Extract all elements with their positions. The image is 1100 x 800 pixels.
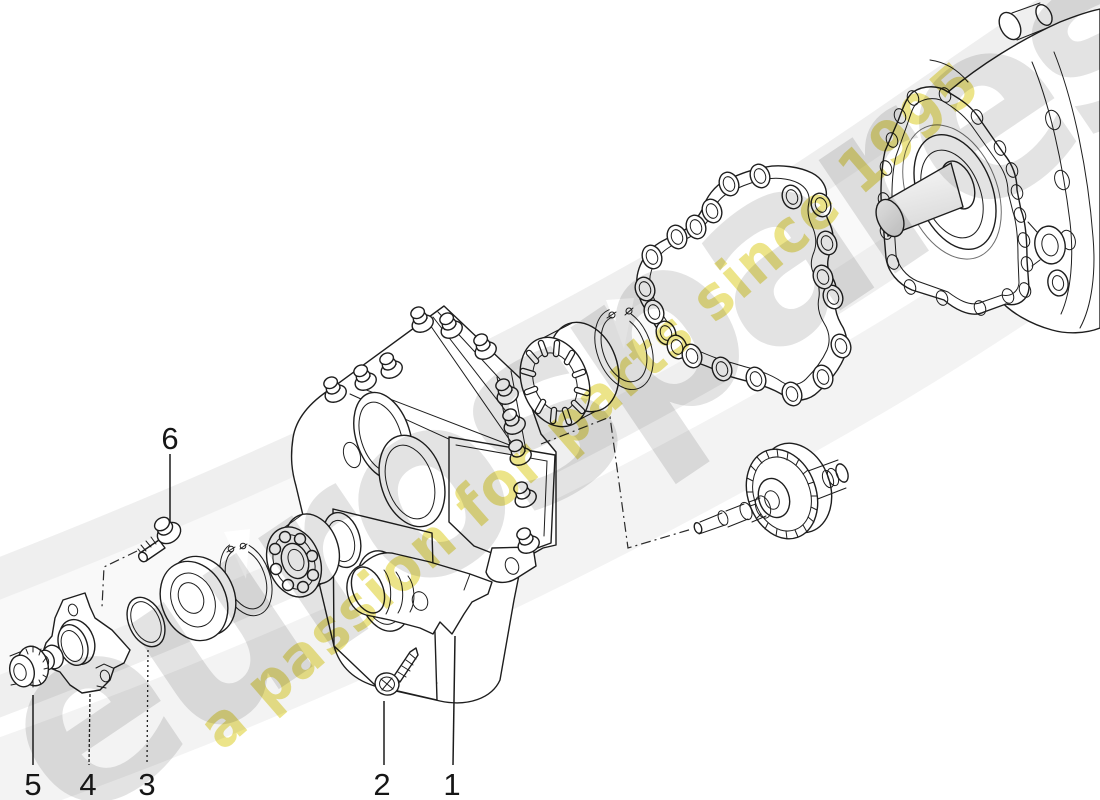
callout-label-2: 2 [373,767,390,800]
part-ball-bearing [265,513,341,598]
callout-4: 4 [79,693,97,800]
leader-line-4 [88,693,91,766]
part-gear-shaft [693,442,849,540]
callouts: 6 5 4 3 2 1 [24,421,460,800]
leader-line-1 [452,635,456,766]
gasket-bolt-holes [634,163,852,407]
callout-label-3: 3 [138,767,155,800]
callout-label-5: 5 [24,767,41,800]
construction-lines [101,416,693,608]
callout-6: 6 [161,421,179,522]
part-screw [374,647,419,696]
gear-teeth [746,448,818,540]
part-bolt [137,516,182,563]
part-retaining-ring-large [594,298,654,391]
callout-label-1: 1 [443,767,460,800]
part-lock-nut [8,645,50,688]
callout-1: 1 [443,635,461,800]
bearing-balls [268,530,320,594]
part-shaft-seal [159,555,237,642]
callout-3: 3 [138,649,156,800]
case-mount-ear [1027,221,1069,297]
case-shaft-stub [998,2,1053,41]
part-gasket [634,163,852,407]
callout-2: 2 [373,701,391,800]
case-output-tube [875,161,964,238]
needle-rollers [519,339,591,426]
callout-label-6: 6 [161,421,178,456]
callout-5: 5 [24,695,42,800]
part-cover-bracket [346,552,493,635]
part-o-ring [126,596,166,648]
leader-line-3 [146,649,149,766]
callout-label-4: 4 [79,767,96,800]
part-drive-flange [37,592,131,694]
